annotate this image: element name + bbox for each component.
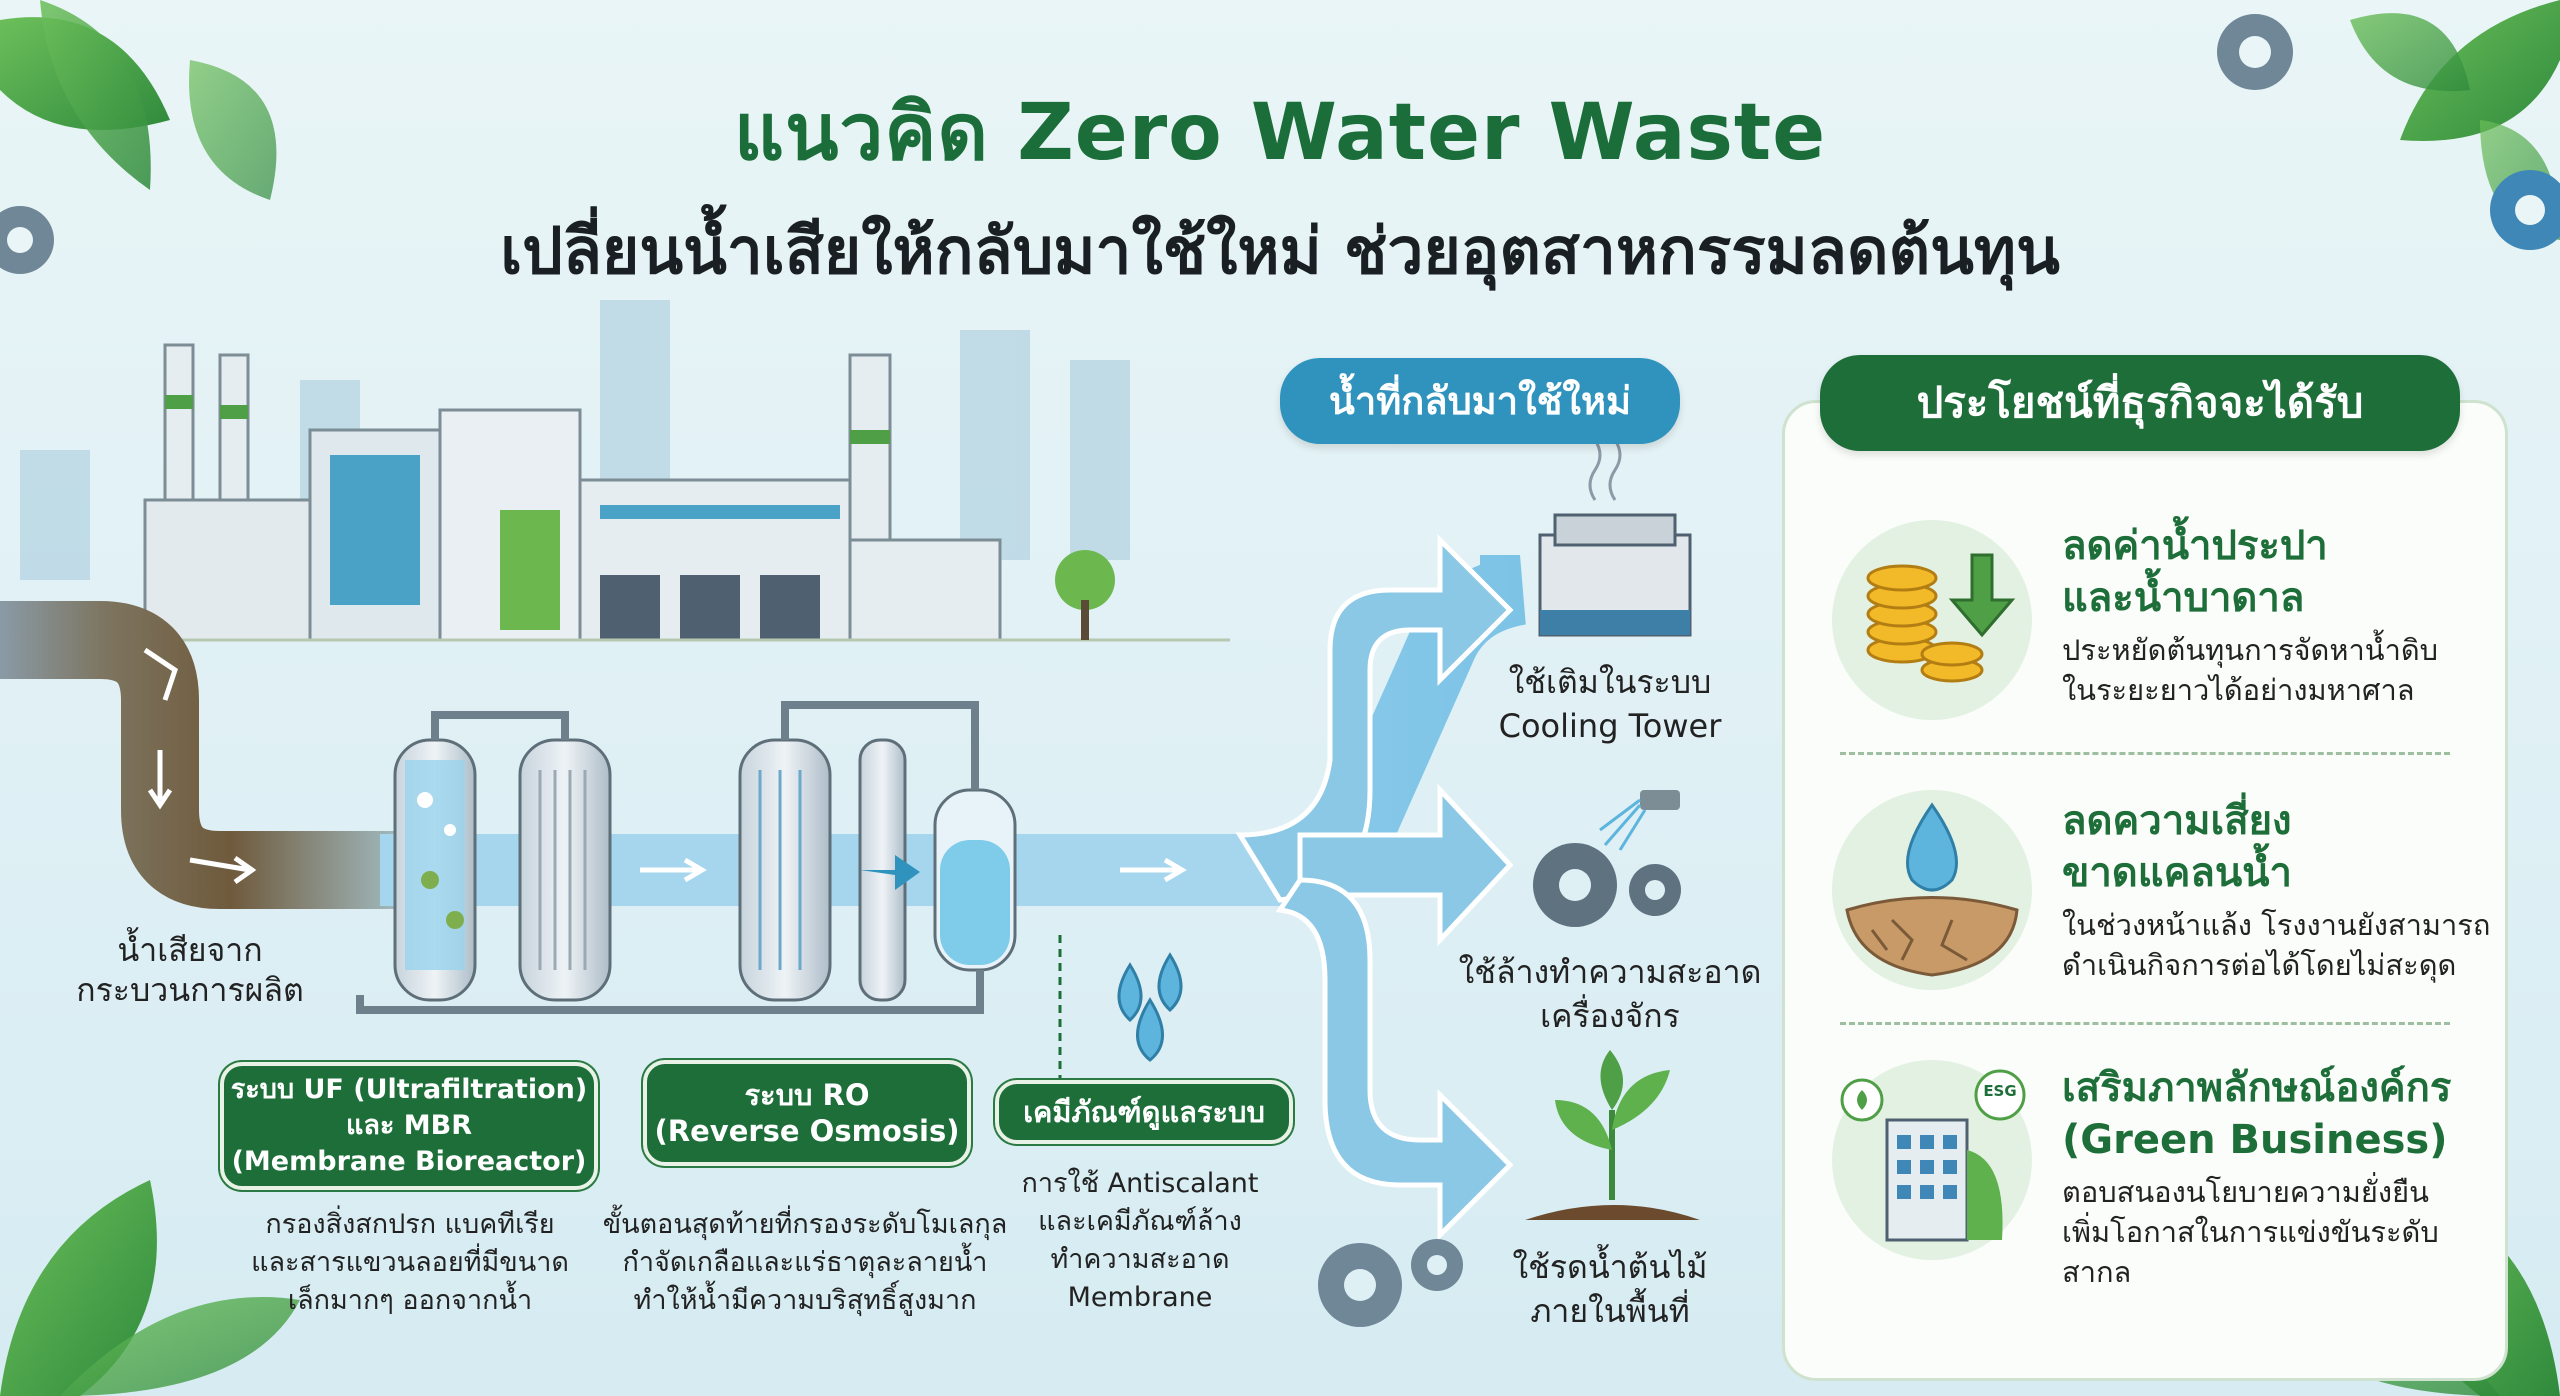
- uf-mbr-description: กรองสิ่งสกปรก แบคทีเรีย และสารแขวนลอยที่…: [251, 1209, 569, 1316]
- chemical-description: การใช้ Antiscalant และเคมีภัณฑ์ล้าง ทำคว…: [1021, 1168, 1259, 1313]
- filtration-equipment: [356, 701, 1017, 1014]
- benefit-1-desc: ประหยัดต้นทุนการจัดหาน้ำดิบ ในระยะยาวได้…: [2062, 633, 2439, 707]
- wastewater-pipe: [0, 601, 420, 909]
- ro-description: ขั้นตอนสุดท้ายที่กรองระดับโมเลกุล กำจัดเ…: [602, 1209, 1008, 1316]
- benefit-3-title: เสริมภาพลักษณ์องค์กร (Green Business): [2062, 1065, 2452, 1163]
- leaves-top-left: [0, 0, 277, 200]
- gear-top-left: [0, 206, 54, 274]
- benefit-water-icon-bg: [1832, 790, 2032, 990]
- benefit-2-title: ลดความเสี่ยง ขาดแคลนน้ำ: [2062, 798, 2292, 896]
- use-cooling-tower-label: ใช้เติมในระบบ Cooling Tower: [1498, 663, 1722, 745]
- leaves-bottom-left: [0, 1180, 300, 1396]
- subtitle: เปลี่ยนน้ำเสียให้กลับมาใช้ใหม่ ช่วยอุตสา…: [500, 215, 2060, 289]
- ro-system-box: ระบบ RO (Reverse Osmosis): [643, 1060, 971, 1166]
- esg-badge: ESG: [1983, 1082, 2017, 1100]
- water-drop-dry-soil-icon: [1845, 802, 2019, 977]
- pipe-arrows: [143, 647, 1187, 885]
- gear-right: [2490, 170, 2560, 250]
- benefit-1-title: ลดค่าน้ำประปา และน้ำบาดาล: [2062, 523, 2328, 621]
- green-building-esg-icon: [1840, 1069, 2026, 1242]
- chemical-drops-icon: [1117, 952, 1183, 1062]
- benefit-image-icon-bg: ESG: [1832, 1060, 2032, 1260]
- use-machine-cleaning-label: ใช้ล้างทำความสะอาด เครื่องจักร: [1458, 953, 1762, 1035]
- benefits-header: ประโยชน์ที่ธุรกิจจะได้รับ: [1820, 355, 2460, 451]
- gear-top-right: [2217, 14, 2293, 90]
- benefit-cost-icon-bg: [1832, 520, 2032, 720]
- flow-arrows: [1235, 533, 1514, 1242]
- main-title: แนวคิด Zero Water Waste: [733, 88, 1827, 178]
- benefit-3-desc: ตอบสนองนโยบายความยั่งยืน เพิ่มโอกาสในการ…: [2062, 1175, 2439, 1289]
- factory-illustration: [0, 343, 1230, 642]
- recycled-water-pill: น้ำที่กลับมาใช้ใหม่: [1280, 358, 1680, 444]
- chemical-system-box: เคมีภัณฑ์ดูแลระบบ: [995, 1080, 1293, 1144]
- use-watering-plants-label: ใช้รดน้ำต้นไม้ ภายในพื้นที่: [1512, 1248, 1708, 1330]
- divider: [1840, 1022, 2450, 1025]
- gears-bottom: [1318, 1239, 1463, 1327]
- gear-spray-icon: [1533, 790, 1681, 927]
- cooling-tower-icon: [1538, 439, 1692, 637]
- uf-mbr-system-box: ระบบ UF (Ultrafiltration) และ MBR (Membr…: [220, 1062, 598, 1190]
- divider: [1840, 752, 2450, 755]
- wastewater-label: น้ำเสียจาก กระบวนการผลิต: [76, 931, 304, 1009]
- coins-down-icon: [1866, 553, 2016, 683]
- benefit-2-desc: ในช่วงหน้าแล้ง โรงงานยังสามารถ ดำเนินกิจ…: [2062, 908, 2491, 982]
- plant-icon: [1525, 1050, 1700, 1220]
